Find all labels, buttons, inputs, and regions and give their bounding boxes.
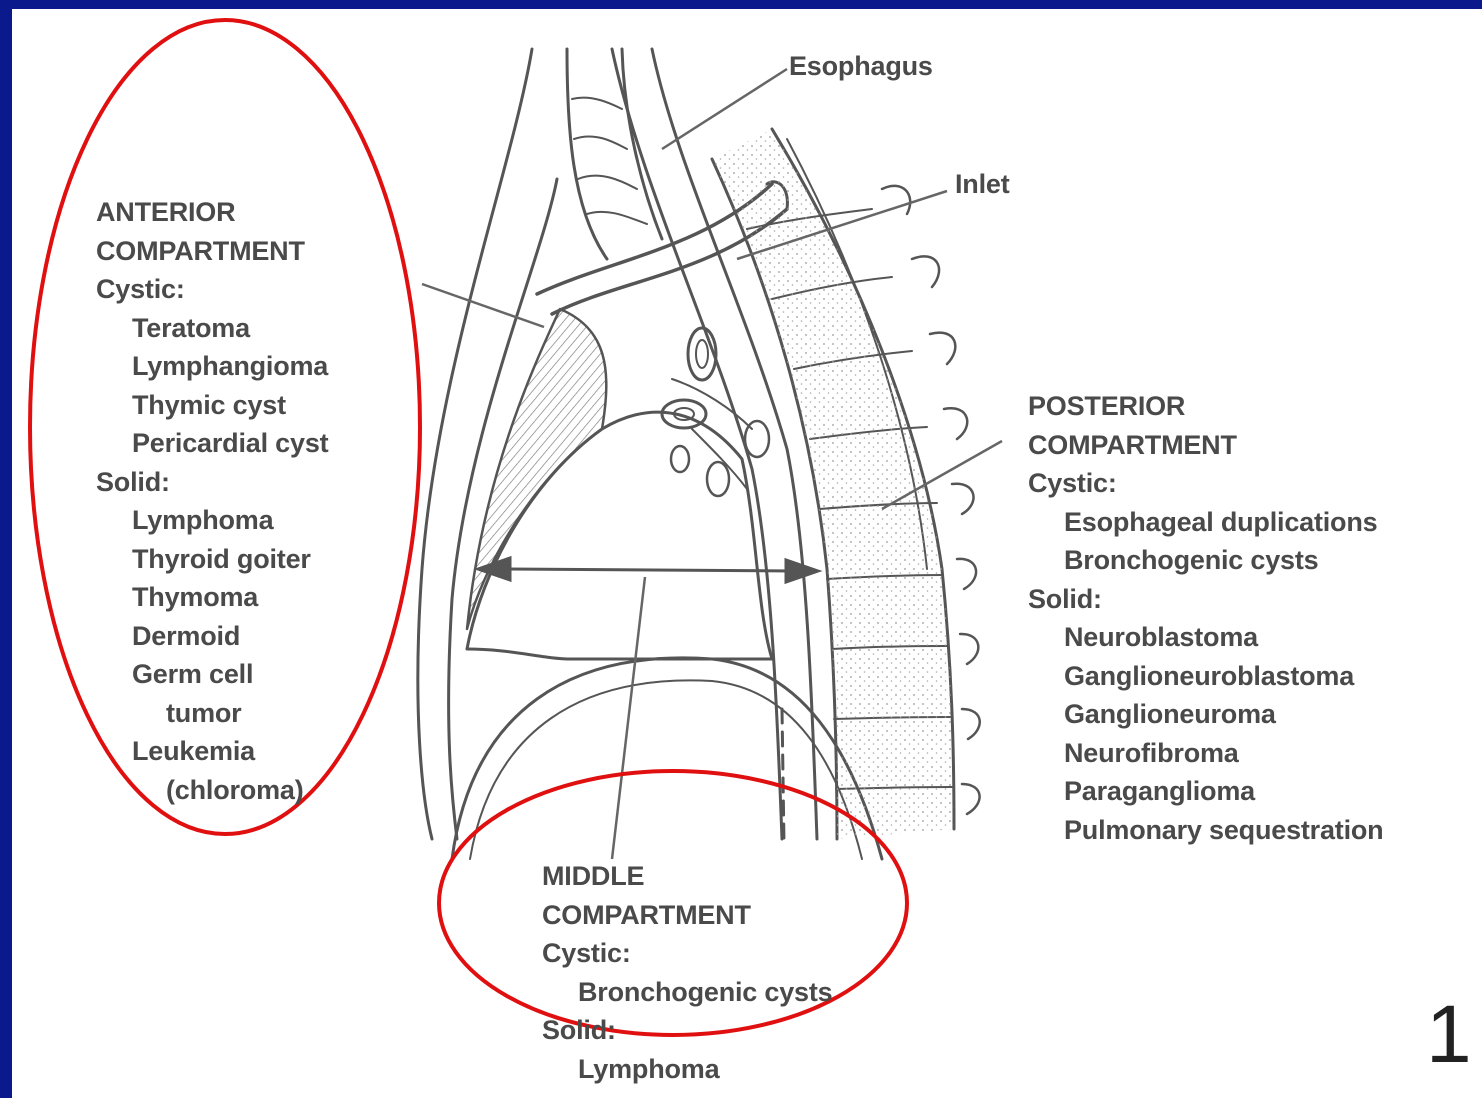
posterior-title-1: POSTERIOR <box>1028 387 1383 426</box>
list-item: Germ cell <box>96 655 328 694</box>
list-item: Pulmonary sequestration <box>1028 811 1383 850</box>
list-item: tumor <box>96 694 328 733</box>
middle-cystic-header: Cystic: <box>542 934 832 973</box>
list-item: Thymoma <box>96 578 328 617</box>
middle-compartment-list: MIDDLE COMPARTMENT Cystic: Bronchogenic … <box>542 857 832 1088</box>
anterior-title-2: COMPARTMENT <box>96 232 328 271</box>
slide-canvas: Esophagus Inlet ANTERIOR COMPARTMENT Cys… <box>12 9 1482 1098</box>
middle-title-1: MIDDLE <box>542 857 832 896</box>
list-item: Esophageal duplications <box>1028 503 1383 542</box>
inlet-label: Inlet <box>955 165 1010 204</box>
middle-solid-header: Solid: <box>542 1011 832 1050</box>
posterior-solid-header: Solid: <box>1028 580 1383 619</box>
list-item: Lymphoma <box>96 501 328 540</box>
list-item: Thymic cyst <box>96 386 328 425</box>
posterior-title-2: COMPARTMENT <box>1028 426 1383 465</box>
list-item: (chloroma) <box>96 771 328 810</box>
list-item: Lymphangioma <box>96 347 328 386</box>
leader-middle <box>612 577 645 859</box>
trachea-left <box>567 49 607 259</box>
page-number: 1 <box>1426 994 1472 1076</box>
posterior-cystic-header: Cystic: <box>1028 464 1383 503</box>
posterior-compartment-list: POSTERIOR COMPARTMENT Cystic: Esophageal… <box>1028 387 1383 849</box>
anterior-compartment-list: ANTERIOR COMPARTMENT Cystic: Teratoma Ly… <box>96 193 328 809</box>
list-item: Lymphoma <box>542 1050 832 1089</box>
list-item: Teratoma <box>96 309 328 348</box>
list-item: Pericardial cyst <box>96 424 328 463</box>
anterior-title-1: ANTERIOR <box>96 193 328 232</box>
list-item: Bronchogenic cysts <box>542 973 832 1012</box>
list-item: Leukemia <box>96 732 328 771</box>
esophagus-label: Esophagus <box>789 47 933 86</box>
list-item: Bronchogenic cysts <box>1028 541 1383 580</box>
anterior-cystic-header: Cystic: <box>96 270 328 309</box>
list-item: Neuroblastoma <box>1028 618 1383 657</box>
list-item: Ganglioneuroma <box>1028 695 1383 734</box>
middle-title-2: COMPARTMENT <box>542 896 832 935</box>
trachea-right <box>622 49 662 239</box>
list-item: Paraganglioma <box>1028 772 1383 811</box>
anterior-solid-header: Solid: <box>96 463 328 502</box>
list-item: Neurofibroma <box>1028 734 1383 773</box>
list-item: Ganglioneuroblastoma <box>1028 657 1383 696</box>
list-item: Dermoid <box>96 617 328 656</box>
list-item: Thyroid goiter <box>96 540 328 579</box>
